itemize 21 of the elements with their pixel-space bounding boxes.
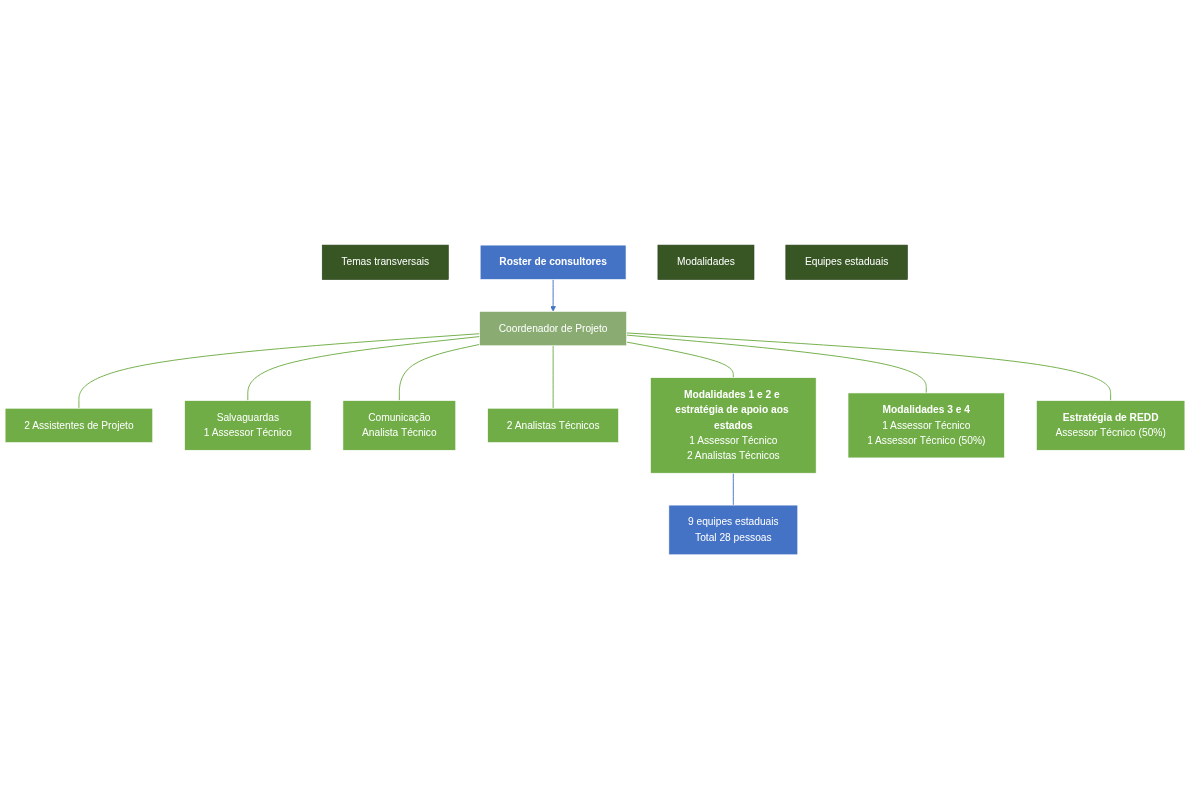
connector — [247, 336, 481, 402]
node-box: Modalidades 3 e 4 1 Assessor Técnico 1 Assessor Técnico (50%) — [847, 392, 1005, 459]
node-box: Roster de consultores — [479, 244, 627, 280]
connector — [732, 472, 734, 506]
node-box: Salvaguardas 1 Assessor Técnico — [184, 400, 312, 451]
node-box: Equipes estaduais — [785, 244, 908, 280]
connector — [78, 333, 481, 409]
connector — [626, 332, 1112, 402]
node-box: 2 Analistas Técnicos — [487, 407, 619, 443]
node-box: Estratégia de REDD Assessor Técnico (50%) — [1036, 400, 1186, 451]
connector — [626, 341, 734, 379]
connector — [626, 334, 927, 394]
node-box: Modalidades — [657, 244, 755, 280]
node-box: 2 Assistentes de Projeto — [4, 407, 154, 443]
node-box: 9 equipes estaduais Total 28 pessoas — [668, 504, 799, 556]
node-box: Temas transversais — [321, 244, 449, 280]
node-box: Coordenador de Projeto — [479, 311, 627, 347]
node-box: Comunicação Analista Técnico — [342, 400, 457, 451]
connector — [398, 344, 481, 402]
connector — [552, 345, 554, 409]
node-box: Modalidades 1 e 2 e estratégia de apoio aos estados 1 Assessor Técnico 2 Analistas Técnicos — [650, 377, 817, 474]
